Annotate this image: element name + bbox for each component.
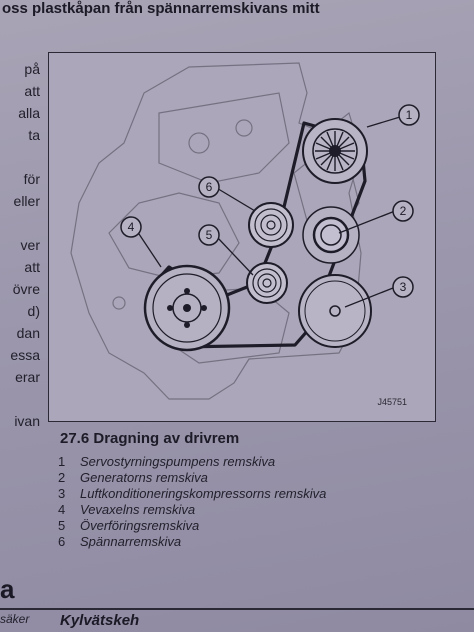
figure-legend: 1 Servostyrningspumpens remskiva 2 Generat… <box>58 454 458 550</box>
next-section-heading: Kylvätskeh <box>60 612 140 629</box>
callout-1: 1 <box>398 104 420 126</box>
left-line: essa <box>10 347 40 363</box>
power-steering-pulley <box>302 118 368 184</box>
page-header-text: oss plastkåpan från spännarremskivans mi… <box>2 0 320 17</box>
legend-item: 5 Överföringsremskiva <box>58 518 458 534</box>
left-line: övre <box>12 281 40 297</box>
svg-text:6: 6 <box>206 180 213 194</box>
callout-3: 3 <box>392 276 414 298</box>
left-line <box>0 146 40 168</box>
ac-compressor-pulley <box>298 274 372 348</box>
legend-number: 4 <box>58 502 66 517</box>
left-line: på <box>24 61 40 77</box>
callout-5: 5 <box>198 224 220 246</box>
callout-2: 2 <box>392 200 414 222</box>
svg-text:1: 1 <box>406 108 413 122</box>
left-line: dan <box>16 325 40 341</box>
left-column-text: på att alla ta för eller ver att övre d)… <box>0 58 40 432</box>
section-divider <box>0 608 474 610</box>
callout-6: 6 <box>198 176 220 198</box>
left-line: för <box>23 171 40 187</box>
legend-item: 3 Luftkonditioneringskompressorns remskiv… <box>58 486 458 502</box>
legend-text: Överföringsremskiva <box>80 518 200 533</box>
left-line: att <box>24 83 40 99</box>
svg-text:3: 3 <box>400 280 407 294</box>
footer-left-text: säker <box>0 612 30 626</box>
left-line: ta <box>28 127 40 143</box>
legend-number: 2 <box>58 470 66 485</box>
belt-routing-figure: 1 2 3 4 5 6 J45751 <box>48 52 436 422</box>
legend-text: Servostyrningspumpens remskiva <box>80 454 276 469</box>
svg-text:5: 5 <box>206 228 213 242</box>
legend-number: 6 <box>58 534 66 549</box>
figure-caption: 27.6 Dragning av drivrem <box>60 430 240 447</box>
svg-text:4: 4 <box>128 220 135 234</box>
legend-item: 2 Generatorns remskiva <box>58 470 458 486</box>
legend-text: Vevaxelns remskiva <box>80 502 196 517</box>
left-line <box>0 388 40 410</box>
legend-text: Spännarremskiva <box>80 534 182 549</box>
legend-text: Generatorns remskiva <box>80 470 208 485</box>
section-letter: a <box>0 574 15 604</box>
callout-4: 4 <box>120 216 142 238</box>
left-line <box>0 212 40 234</box>
legend-item: 1 Servostyrningspumpens remskiva <box>58 454 458 470</box>
alternator-pulley <box>302 206 360 264</box>
figure-code: J45751 <box>377 397 407 407</box>
legend-item: 6 Spännarremskiva <box>58 534 458 550</box>
tensioner-pulley <box>248 202 294 248</box>
crankshaft-pulley <box>143 264 231 352</box>
left-line: d) <box>27 303 40 319</box>
idler-pulley <box>246 262 288 304</box>
legend-text: Luftkonditioneringskompressorns remskiva <box>80 486 327 501</box>
belt-diagram-svg: 1 2 3 4 5 6 <box>70 62 420 400</box>
left-line: eller <box>13 193 40 209</box>
legend-number: 5 <box>58 518 66 533</box>
legend-number: 1 <box>58 454 66 469</box>
svg-text:2: 2 <box>400 204 407 218</box>
left-line: ivan <box>14 413 40 429</box>
legend-item: 4 Vevaxelns remskiva <box>58 502 458 518</box>
left-line: ver <box>20 237 40 253</box>
left-line: att <box>24 259 40 275</box>
left-line: erar <box>15 369 40 385</box>
callout-leaders <box>136 116 401 308</box>
left-line: alla <box>18 105 40 121</box>
legend-number: 3 <box>58 486 66 501</box>
